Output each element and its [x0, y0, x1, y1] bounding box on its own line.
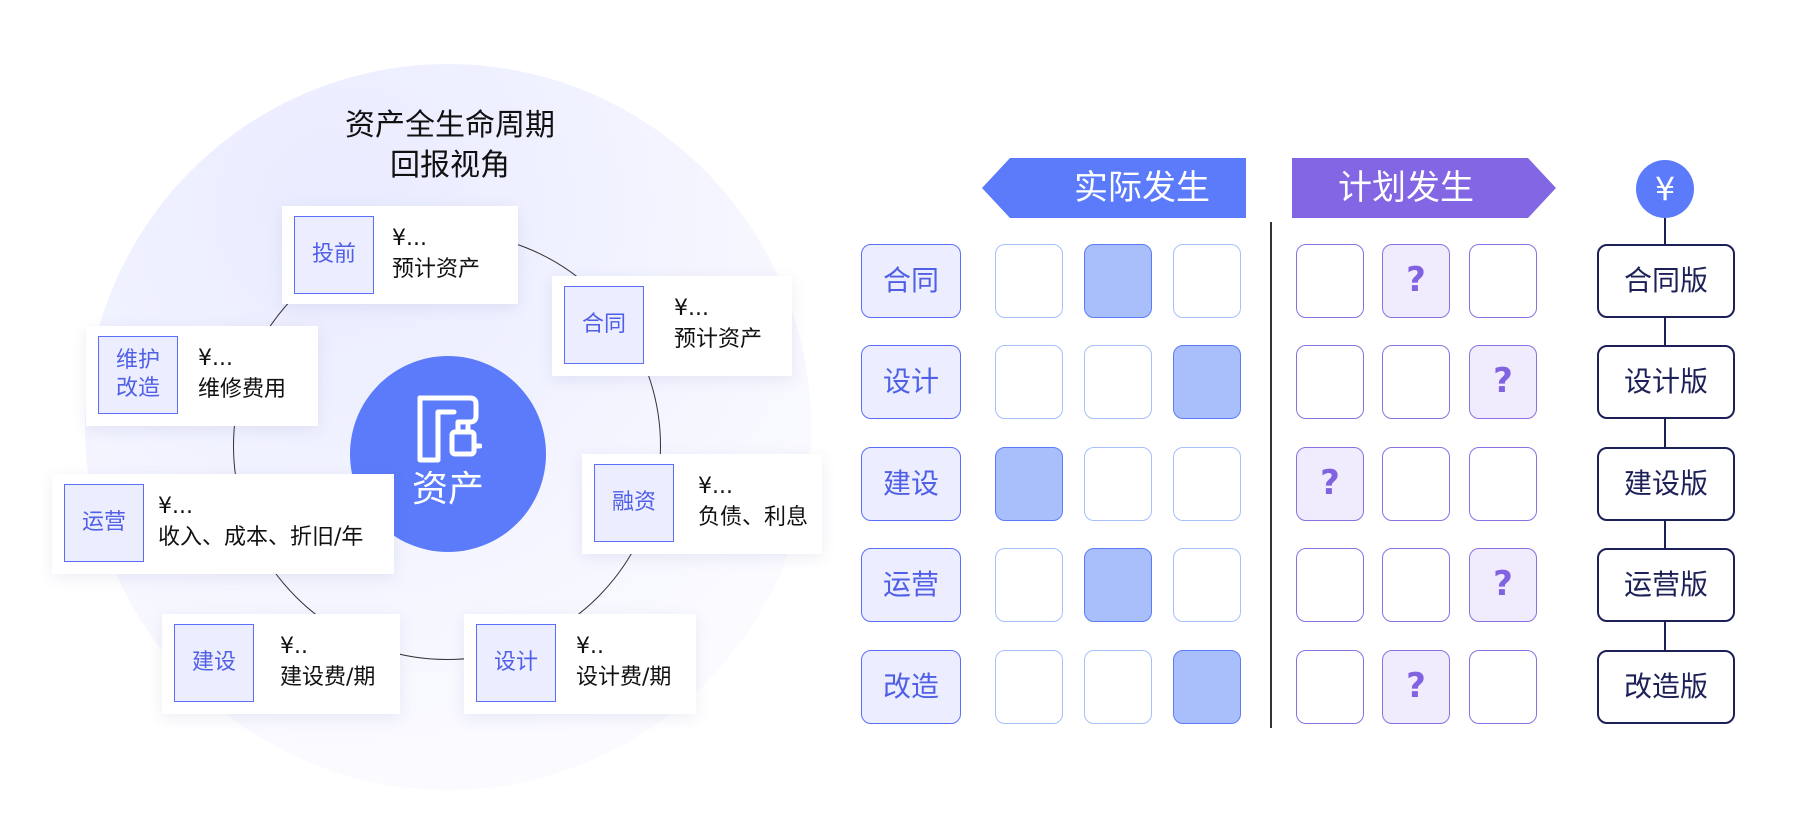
- planned-occurred-banner: 计划发生: [1292, 158, 1556, 218]
- plan-cell-unknown: ?: [1469, 548, 1537, 622]
- actual-cell: [1173, 548, 1241, 622]
- lifecycle-card-maintenance: 维护 改造 ¥... 维修费用: [86, 326, 318, 426]
- lifecycle-card-financing: 融资 ¥... 负债、利息: [582, 454, 822, 554]
- plan-cell-unknown: ?: [1382, 650, 1450, 724]
- version-box: 设计版: [1597, 345, 1735, 419]
- actual-plan-divider: [1270, 222, 1272, 728]
- card-tag: 设计: [476, 624, 556, 702]
- lifecycle-card-contract: 合同 ¥... 预计资产: [552, 276, 792, 376]
- lifecycle-title: 资产全生命周期 回报视角: [310, 106, 590, 186]
- plan-cell: [1469, 244, 1537, 318]
- actual-cell: [995, 244, 1063, 318]
- title-line-2: 回报视角: [390, 148, 510, 183]
- row-label: 设计: [861, 345, 961, 419]
- plan-cell: [1469, 650, 1537, 724]
- version-box: 建设版: [1597, 447, 1735, 521]
- plan-cell: [1296, 650, 1364, 724]
- actual-cell: [1084, 447, 1152, 521]
- plan-cell: [1469, 447, 1537, 521]
- card-value: ¥...: [158, 494, 193, 519]
- card-tag: 运营: [64, 484, 144, 562]
- card-desc: 预计资产: [392, 257, 481, 282]
- plan-cell-unknown: ?: [1469, 345, 1537, 419]
- actual-cell: [1173, 447, 1241, 521]
- actual-cell: [995, 345, 1063, 419]
- card-value: ¥...: [674, 296, 709, 321]
- actual-cell: [995, 650, 1063, 724]
- lifecycle-card-operation: 运营 ¥... 收入、成本、折旧/年: [52, 474, 394, 574]
- actual-cell: [1173, 244, 1241, 318]
- planned-occurred-label: 计划发生: [1338, 168, 1474, 208]
- lifecycle-card-design: 设计 ¥.. 设计费/期: [464, 614, 696, 714]
- currency-icon: ¥: [1636, 160, 1694, 218]
- actual-cell-filled: [995, 447, 1063, 521]
- actual-occurred-banner: 实际发生: [982, 158, 1246, 218]
- card-tag: 融资: [594, 464, 674, 542]
- row-label: 运营: [861, 548, 961, 622]
- plan-cell-unknown: ?: [1382, 244, 1450, 318]
- lifecycle-card-pre-investment: 投前 ¥... 预计资产: [282, 206, 518, 304]
- actual-cell: [1084, 345, 1152, 419]
- actual-cell-filled: [1084, 548, 1152, 622]
- card-desc: 维修费用: [198, 377, 287, 402]
- lifecycle-card-construction: 建设 ¥.. 建设费/期: [162, 614, 400, 714]
- actual-cell-filled: [1084, 244, 1152, 318]
- row-label: 合同: [861, 244, 961, 318]
- card-desc: 预计资产: [674, 327, 763, 352]
- card-tag: 投前: [294, 216, 374, 294]
- actual-cell: [995, 548, 1063, 622]
- asset-center-label: 资产: [411, 469, 484, 510]
- version-box: 运营版: [1597, 548, 1735, 622]
- card-desc: 建设费/期: [280, 665, 376, 690]
- card-tag: 建设: [174, 624, 254, 702]
- plan-cell: [1296, 345, 1364, 419]
- plan-cell: [1382, 345, 1450, 419]
- version-box: 改造版: [1597, 650, 1735, 724]
- card-desc: 收入、成本、折旧/年: [158, 525, 364, 550]
- title-line-1: 资产全生命周期: [345, 108, 555, 143]
- version-box: 合同版: [1597, 244, 1735, 318]
- actual-cell: [1084, 650, 1152, 724]
- card-tag: 合同: [564, 286, 644, 364]
- version-connector-line: [1664, 218, 1666, 660]
- plan-cell: [1296, 548, 1364, 622]
- asset-machine-icon: [417, 395, 482, 463]
- plan-cell-unknown: ?: [1296, 447, 1364, 521]
- card-tag: 维护 改造: [98, 336, 178, 414]
- plan-cell: [1296, 244, 1364, 318]
- actual-cell-filled: [1173, 345, 1241, 419]
- actual-cell-filled: [1173, 650, 1241, 724]
- card-value: ¥...: [698, 474, 733, 499]
- plan-cell: [1382, 548, 1450, 622]
- card-desc: 负债、利息: [698, 505, 809, 530]
- card-desc: 设计费/期: [576, 665, 672, 690]
- row-label: 改造: [861, 650, 961, 724]
- plan-cell: [1382, 447, 1450, 521]
- card-value: ¥..: [280, 634, 308, 659]
- card-value: ¥...: [198, 346, 233, 371]
- card-value: ¥...: [392, 226, 427, 251]
- row-label: 建设: [861, 447, 961, 521]
- card-value: ¥..: [576, 634, 604, 659]
- actual-occurred-label: 实际发生: [1074, 168, 1210, 208]
